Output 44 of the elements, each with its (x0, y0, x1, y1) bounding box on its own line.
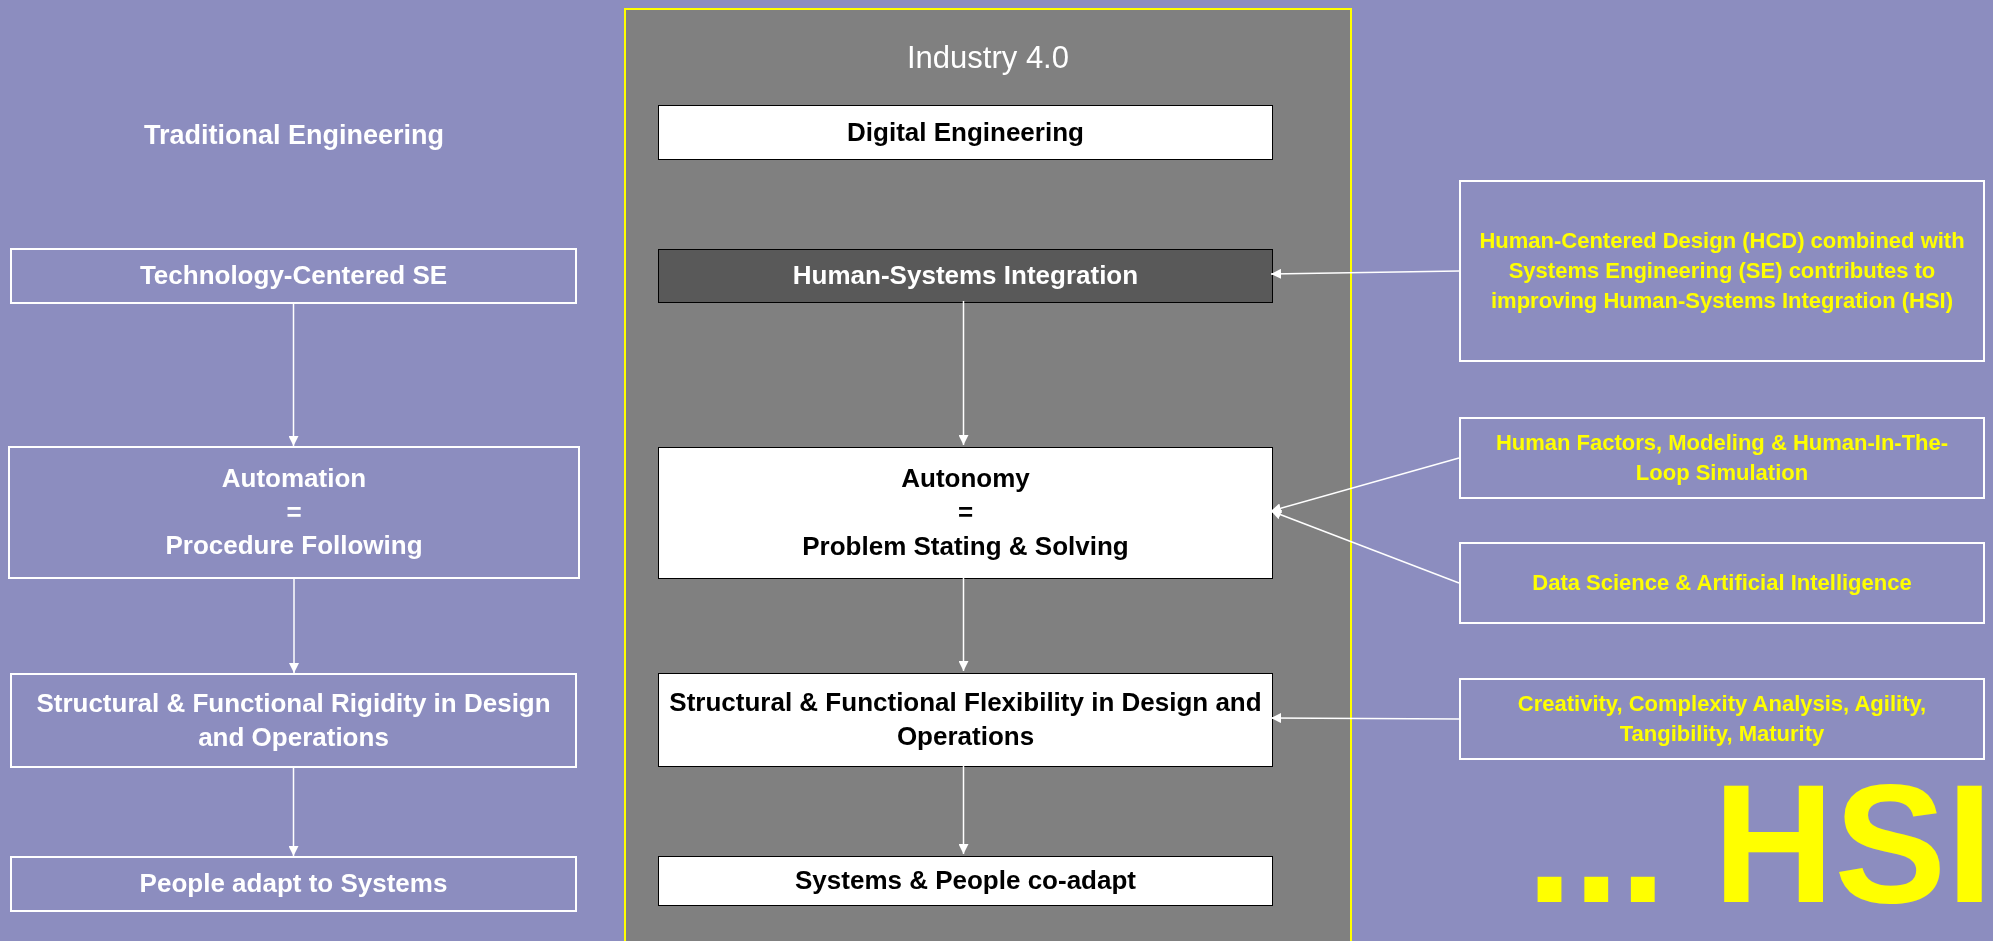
process-box (658, 856, 1273, 906)
box-text: Procedure Following (165, 529, 423, 563)
input-box (1459, 678, 1985, 760)
box-text: People adapt to Systems (139, 867, 448, 901)
arrow (958, 576, 969, 672)
slogan-text: ... HSI (1525, 760, 1993, 928)
panel (624, 8, 1352, 941)
box-text: = (957, 496, 974, 530)
box-text: Autonomy (901, 462, 1030, 496)
box-text: Structural & Functional Rigidity in Design and Operations (35, 686, 552, 754)
arrow (1270, 509, 1460, 584)
arrow (1270, 713, 1460, 724)
process-box (658, 447, 1273, 579)
box-text: Creativity, Complexity Analysis, Agility, Tangibility, Maturity (1516, 690, 1928, 748)
box-text: Systems & People co-adapt (795, 864, 1136, 898)
box-text: Problem Stating & Solving (802, 529, 1129, 563)
process-box (10, 856, 577, 912)
arrow (288, 303, 299, 447)
box-text: Technology-Centered SE (139, 259, 448, 293)
arrow (289, 578, 299, 674)
box-text: Human-Systems Integration (792, 259, 1139, 293)
box-text: Automation (221, 461, 367, 495)
box-text: Human Factors, Modeling & Human-In-The-Loop Simulation (1494, 429, 1950, 487)
process-box (658, 249, 1273, 303)
process-box (10, 673, 577, 768)
arrow (958, 300, 969, 446)
panel-title: Industry 4.0 (907, 40, 1069, 76)
input-box (1459, 417, 1985, 499)
input-box (1459, 542, 1985, 624)
input-box (1459, 180, 1985, 362)
process-box (10, 248, 577, 304)
box-text: = (286, 495, 302, 529)
arrow (1270, 268, 1460, 279)
arrow (288, 767, 299, 857)
process-box (658, 673, 1273, 767)
column-heading: Traditional Engineering (142, 119, 445, 152)
arrow (958, 764, 969, 855)
arrow (1270, 457, 1460, 514)
box-text: Data Science & Artificial Intelligence (1532, 569, 1912, 598)
box-text: Digital Engineering (847, 115, 1084, 149)
process-box (658, 105, 1273, 160)
process-box (8, 446, 580, 579)
box-text: Human-Centered Design (HCD) combined with Systems Engineering (SE) contributes to improving Human-Systems Integration (HSI) (1478, 227, 1966, 315)
box-text: Structural & Functional Flexibility in Design and Operations (668, 686, 1263, 753)
